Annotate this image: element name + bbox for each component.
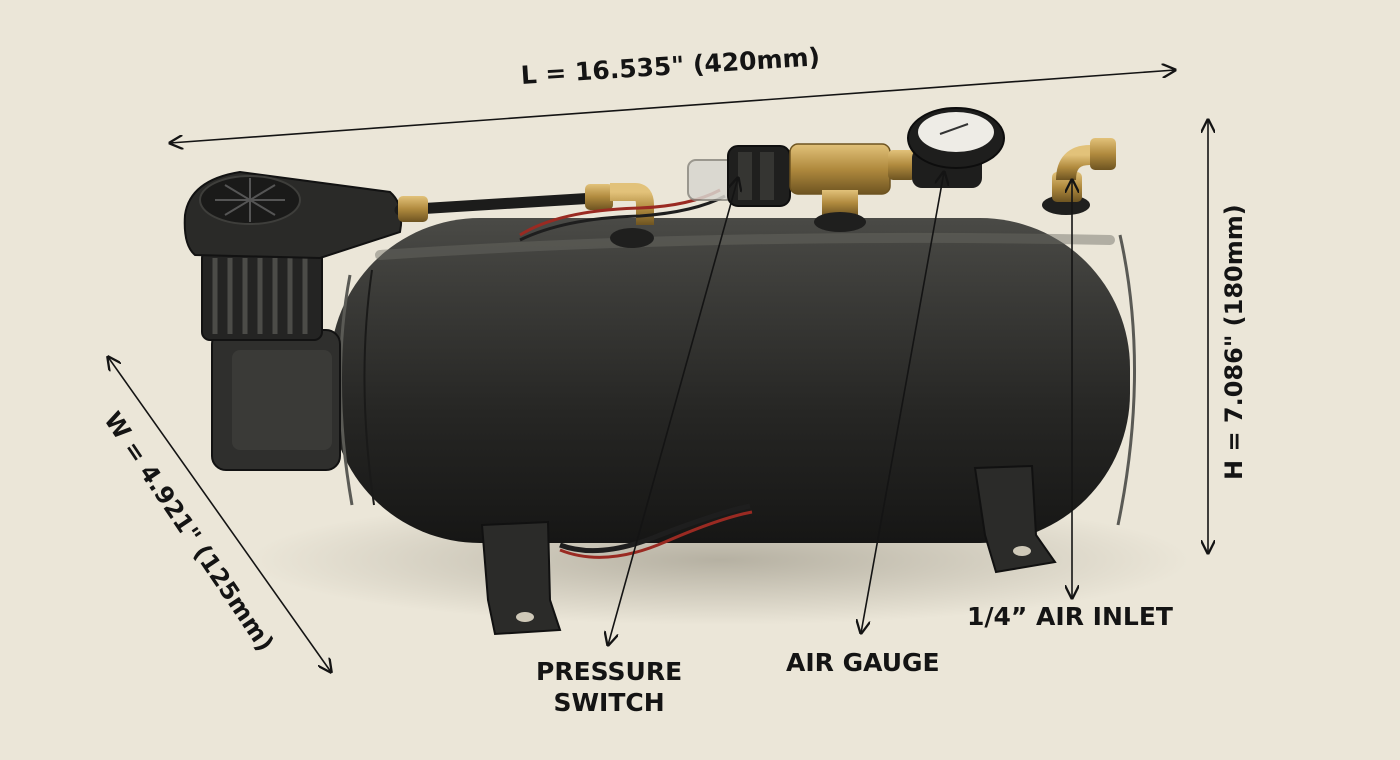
width-dimension-line [108,357,331,672]
air-gauge [907,107,1005,188]
mounting-foot-left [480,520,562,636]
air-gauge-label: AIR GAUGE [786,648,940,677]
length-dimension-line [170,70,1175,143]
height-label: H = 7.086" (180mm) [1220,204,1248,480]
pressure-switch-leader [608,178,738,645]
air-gauge-leader [861,172,944,633]
pressure-switch-label: PRESSURE SWITCH [536,656,682,719]
pressure-switch-label-line2: SWITCH [553,688,665,718]
pressure-switch [687,145,791,207]
air-hose [394,192,601,216]
air-inlet-label: 1/4” AIR INLET [967,602,1173,631]
mounting-foot-right [973,464,1057,574]
tank-port-1 [610,228,654,248]
pressure-switch-label-line1: PRESSURE [536,657,683,686]
air-inlet-fitting [1042,138,1116,215]
